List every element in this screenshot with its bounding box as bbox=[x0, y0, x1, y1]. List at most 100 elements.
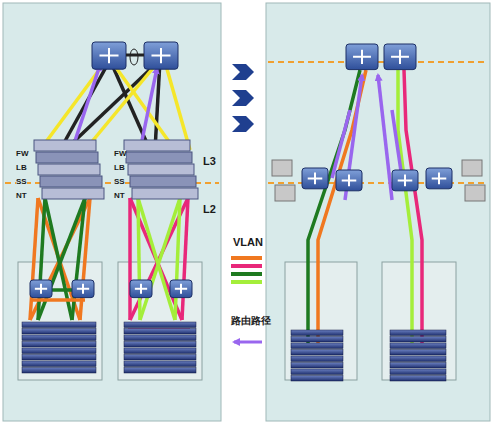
server-unit bbox=[124, 348, 196, 354]
switch-icon bbox=[92, 42, 126, 69]
link-path bbox=[318, 70, 366, 345]
appliance-stack bbox=[34, 140, 96, 151]
server-unit bbox=[390, 369, 446, 375]
link-path bbox=[128, 198, 132, 320]
appliance-stack bbox=[124, 140, 190, 151]
transition-arrow bbox=[232, 64, 254, 80]
layer-label: L2 bbox=[203, 204, 216, 215]
server-unit bbox=[291, 376, 343, 382]
appliance-stack bbox=[132, 188, 198, 199]
server-unit bbox=[390, 363, 446, 369]
transition-arrow bbox=[232, 90, 254, 106]
server-unit bbox=[124, 368, 196, 374]
switch-icon bbox=[170, 280, 192, 298]
device-label: FW bbox=[114, 150, 126, 158]
link-path bbox=[140, 198, 180, 320]
switch-icon bbox=[30, 280, 52, 298]
server-unit bbox=[22, 335, 96, 341]
appliance-stack bbox=[126, 152, 192, 163]
server-unit bbox=[390, 356, 446, 362]
switch-icon bbox=[336, 170, 362, 191]
appliance-stack bbox=[128, 164, 194, 175]
legend-sample bbox=[234, 341, 262, 344]
panel-background bbox=[3, 3, 221, 421]
layer-label: L3 bbox=[203, 156, 216, 167]
legend-sample bbox=[231, 280, 262, 284]
appliance-icon bbox=[275, 185, 295, 201]
server-unit bbox=[390, 330, 446, 336]
appliance-stack bbox=[42, 188, 104, 199]
server-enclosure bbox=[382, 262, 456, 380]
link-path bbox=[30, 198, 90, 320]
link-path bbox=[392, 110, 402, 178]
switch-icon bbox=[392, 170, 418, 191]
switch-icon bbox=[384, 44, 416, 70]
server-unit bbox=[291, 330, 343, 336]
server-enclosure bbox=[18, 262, 102, 380]
server-unit bbox=[124, 355, 196, 361]
layer-divider bbox=[268, 182, 488, 184]
server-unit bbox=[22, 368, 96, 374]
link-path bbox=[30, 298, 85, 302]
server-unit bbox=[124, 322, 196, 328]
link-path bbox=[72, 65, 100, 150]
server-unit bbox=[124, 342, 196, 348]
server-unit bbox=[124, 361, 196, 367]
panel-background bbox=[266, 3, 490, 421]
appliance-stack bbox=[38, 164, 100, 175]
link-path bbox=[140, 68, 157, 150]
device-label: SS bbox=[16, 178, 27, 186]
device-label: NT bbox=[16, 192, 27, 200]
legend-sample bbox=[231, 264, 262, 268]
server-unit bbox=[22, 355, 96, 361]
legend-text: 路由路径 bbox=[231, 316, 271, 326]
server-enclosure bbox=[285, 262, 357, 380]
device-label: SS bbox=[114, 178, 125, 186]
appliance-icon bbox=[272, 160, 292, 176]
link-path bbox=[138, 198, 140, 320]
server-unit bbox=[390, 376, 446, 382]
link-bundle bbox=[130, 49, 138, 65]
server-unit bbox=[291, 369, 343, 375]
server-unit bbox=[390, 343, 446, 349]
switch-icon bbox=[426, 168, 452, 189]
server-unit bbox=[22, 361, 96, 367]
device-label: LB bbox=[16, 164, 27, 172]
server-unit bbox=[124, 335, 196, 341]
switch-icon bbox=[72, 280, 94, 298]
appliance-icon bbox=[465, 185, 485, 201]
server-unit bbox=[390, 337, 446, 343]
switch-icon bbox=[346, 44, 378, 70]
appliance-stack bbox=[130, 176, 196, 187]
device-label: FW bbox=[16, 150, 28, 158]
switch-icon bbox=[302, 168, 328, 189]
link-path bbox=[165, 62, 190, 150]
link-path bbox=[332, 110, 350, 178]
link-path bbox=[182, 198, 188, 320]
server-unit bbox=[22, 322, 96, 328]
legend-text: VLAN bbox=[233, 237, 263, 248]
appliance-stack bbox=[36, 152, 98, 163]
link-path bbox=[60, 60, 110, 150]
server-unit bbox=[124, 329, 196, 335]
server-unit bbox=[291, 343, 343, 349]
legend-sample bbox=[231, 272, 262, 276]
device-label: NT bbox=[114, 192, 125, 200]
appliance-icon bbox=[462, 160, 482, 176]
legend-sample bbox=[231, 256, 262, 260]
link-path bbox=[65, 60, 160, 150]
server-unit bbox=[291, 356, 343, 362]
link-path bbox=[404, 70, 422, 345]
server-unit bbox=[390, 350, 446, 356]
server-unit bbox=[291, 337, 343, 343]
server-unit bbox=[291, 363, 343, 369]
link-path bbox=[130, 198, 188, 320]
switch-icon bbox=[130, 280, 152, 298]
server-unit bbox=[291, 350, 343, 356]
server-unit bbox=[22, 342, 96, 348]
server-unit bbox=[22, 348, 96, 354]
core-link bbox=[126, 54, 144, 57]
link-path bbox=[138, 198, 175, 320]
